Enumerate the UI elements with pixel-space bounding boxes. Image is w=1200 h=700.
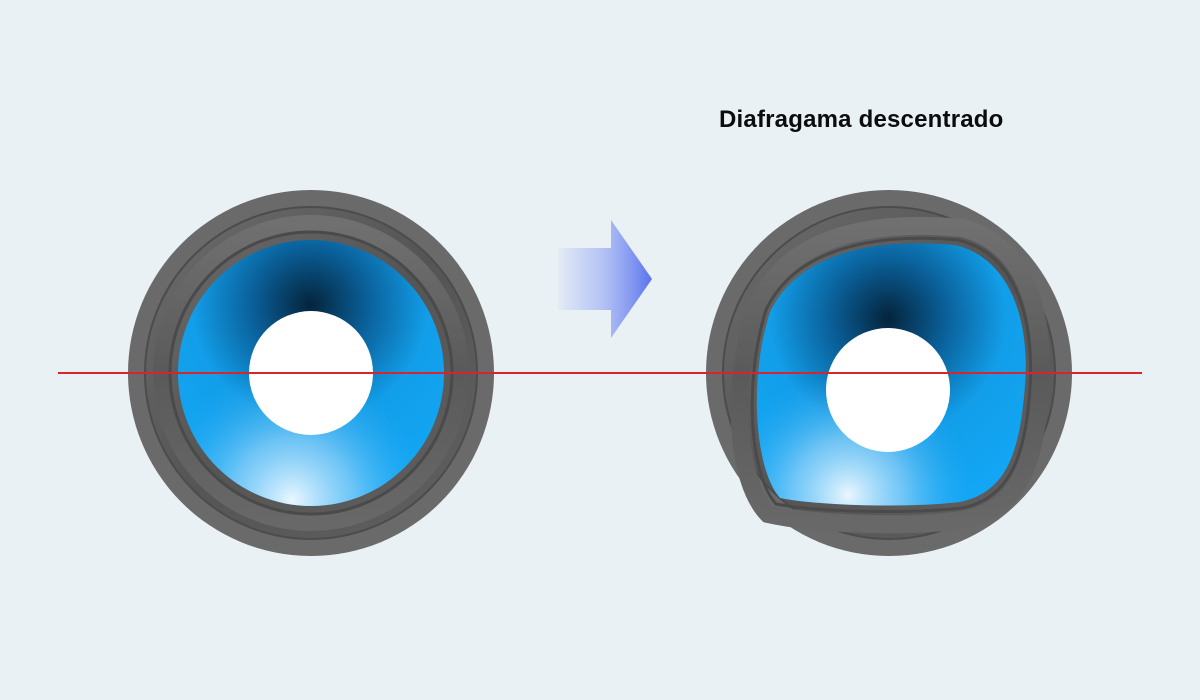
surround-roll-inner-edge [750,236,1033,513]
centered-speaker [128,190,494,556]
dust-cap [826,328,950,452]
right-arrow-icon [558,220,652,338]
surround-roll [730,216,1050,534]
cone-highlight [178,365,427,506]
diagram-caption: Diafragama descentrado [719,106,1004,133]
off-center-speaker [706,190,1072,556]
